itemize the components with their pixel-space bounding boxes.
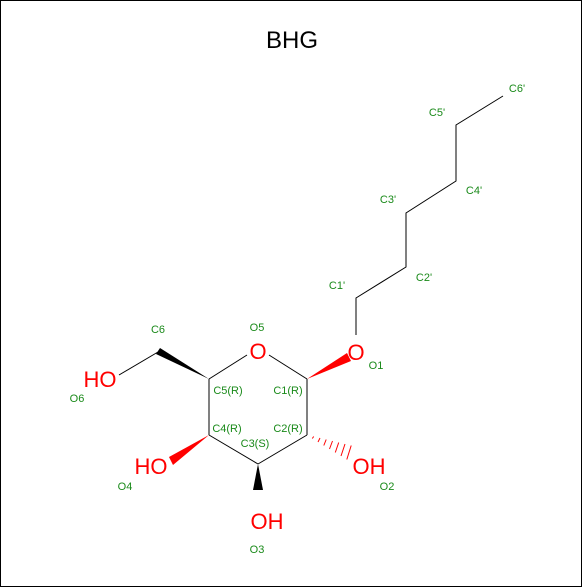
- bond-o5-c1: [268, 354, 308, 380]
- wedge-bonds-oxygen: [169, 353, 351, 465]
- heteroatoms: O O OH OH HO HO: [84, 339, 386, 534]
- atom-label-c1: C1(R): [273, 385, 302, 397]
- pyranose-ring: [118, 351, 308, 465]
- atom-label-c3: C3(S): [241, 438, 270, 450]
- atom-label-c6: C6: [151, 324, 165, 336]
- atom-label-o5: O5: [250, 322, 265, 334]
- chain-bonds: [355, 95, 504, 323]
- atom-label-c4: C4(R): [212, 423, 241, 435]
- bond-c6-o6: [118, 351, 159, 376]
- wedge-c5-c6: [156, 348, 209, 379]
- atom-labels: C6' C5' C4' C3' C2' C1' O5 C6 O1 C5(R) C…: [70, 83, 525, 556]
- atom-label-c4p: C4': [466, 185, 482, 197]
- atom-label-c5p: C5': [429, 107, 445, 119]
- atom-label-c6p: C6': [509, 83, 525, 95]
- atom-label-c3p: C3': [380, 194, 396, 206]
- bond-c5-o5: [208, 354, 248, 380]
- atom-label-o4: O4: [118, 481, 133, 493]
- bond-c3-c4: [208, 434, 259, 465]
- atom-label-o1: O1: [369, 360, 384, 372]
- hydroxyl-o2: OH: [353, 454, 386, 479]
- hydroxyl-o4: HO: [135, 454, 168, 479]
- hydroxyl-o6: HO: [84, 367, 117, 392]
- atom-label-c1p: C1': [329, 280, 345, 292]
- wedge-c4-o4: [169, 435, 209, 465]
- hashed-bond-c2-o2: [311, 436, 352, 460]
- atom-label-o2: O2: [380, 481, 395, 493]
- atom-label-c2: C2(R): [273, 423, 302, 435]
- atom-label-c5: C5(R): [213, 385, 242, 397]
- diagram-title: BHG: [265, 27, 318, 54]
- hydroxyl-o3: OH: [251, 509, 284, 534]
- atom-label-c2p: C2': [416, 272, 432, 284]
- bond-c2-c3: [257, 434, 308, 465]
- hexyl-chain: [355, 95, 504, 335]
- wedge-bonds: [156, 348, 263, 490]
- atom-label-o6: O6: [70, 393, 85, 405]
- ring-oxygen-o5: O: [249, 339, 266, 364]
- glycosidic-oxygen-o1: O: [347, 340, 364, 365]
- atom-label-o3: O3: [250, 544, 265, 556]
- wedge-c3-o3: [253, 464, 263, 490]
- wedge-c1-o1: [307, 353, 351, 379]
